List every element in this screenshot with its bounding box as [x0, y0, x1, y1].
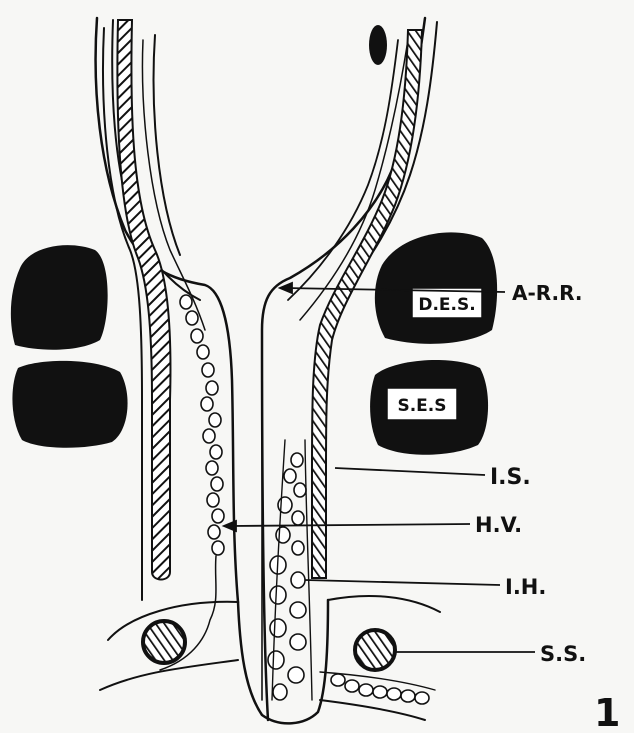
right-perianal-skin [328, 596, 440, 612]
left-upper-sphincter-mass [11, 245, 108, 350]
label-arr: A-R.R. [512, 281, 583, 305]
left-subcutaneous-sphincter [143, 621, 185, 663]
left-wall-line-4 [154, 35, 180, 255]
left-hemorrhoidal-vessels [180, 295, 224, 555]
label-hv: H.V. [475, 513, 522, 537]
label-ss: S.S. [540, 642, 586, 666]
left-perianal-skin-lower [100, 660, 238, 690]
left-lower-sphincter-mass [12, 361, 127, 448]
figure-number: 1 [594, 691, 620, 733]
des-label: D.E.S. [418, 295, 475, 315]
label-ih: I.H. [505, 575, 546, 599]
ses-label: S.E.S [397, 396, 446, 416]
right-vessel-line-b [305, 440, 312, 700]
right-subcutaneous-sphincter [355, 630, 395, 670]
right-muscle-tip [369, 25, 387, 65]
right-perianal-skin-lower [320, 700, 425, 720]
label-is: I.S. [490, 465, 531, 490]
